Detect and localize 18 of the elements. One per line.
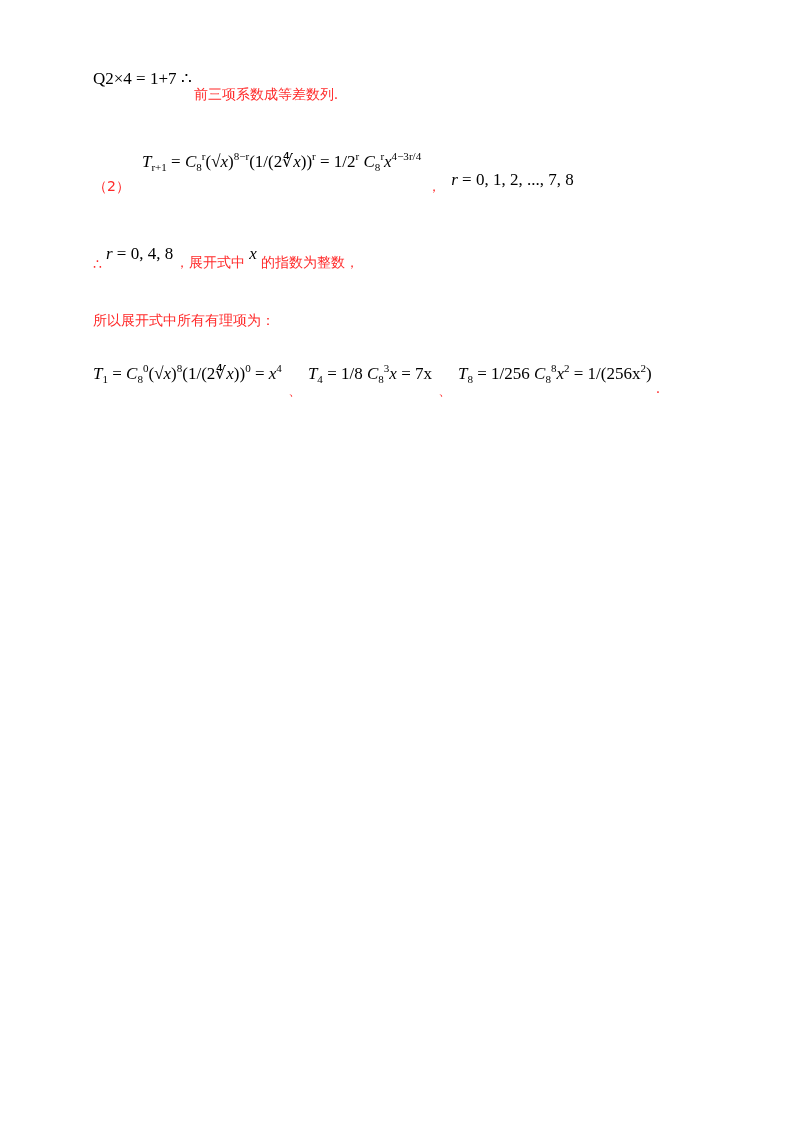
- note-text: 的指数为整数，: [260, 254, 359, 272]
- punctuation: 、: [287, 382, 302, 400]
- equation: T$_{4}$ = 1/8 C$_{8}$$^{3}$x = 7x: [307, 362, 432, 386]
- equation: T$_{8}$ = 1/256 C$_{8}$$^{8}$x$^{2}$ = 1/(256x$^{2}$): [458, 362, 652, 386]
- therefore-sign: ∴: [93, 256, 102, 272]
- equation: r = 0, 4, 8: [105, 244, 174, 264]
- variable: x: [249, 244, 257, 264]
- step-number: （2）: [93, 178, 130, 196]
- note-text: ，展开式中: [175, 254, 246, 272]
- punctuation: .: [655, 380, 661, 396]
- note-text: 所以展开式中所有有理项为：: [93, 312, 275, 330]
- equation: Q2×4 = 1+7 ∴: [93, 68, 192, 89]
- note-text: 前三项系数成等差数列.: [193, 86, 339, 104]
- punctuation: 、: [438, 382, 452, 400]
- equation: T$_{r+1}$ = C$_{8}$$^{r}$(√x)$^{8−r}$(1/(2∜x))$^{r}$ = 1/2$^{r}$ C$_{8}$$^{r}$x$^{4−3r/4}$: [141, 150, 422, 174]
- equation: T$_{1}$ = C$_{8}$$^{0}$(√x)$^{8}$(1/(2∜x))$^{0}$ = x$^{4}$: [93, 362, 282, 386]
- punctuation: ，: [427, 178, 442, 196]
- equation: r = 0, 1, 2, ..., 7, 8: [451, 170, 574, 190]
